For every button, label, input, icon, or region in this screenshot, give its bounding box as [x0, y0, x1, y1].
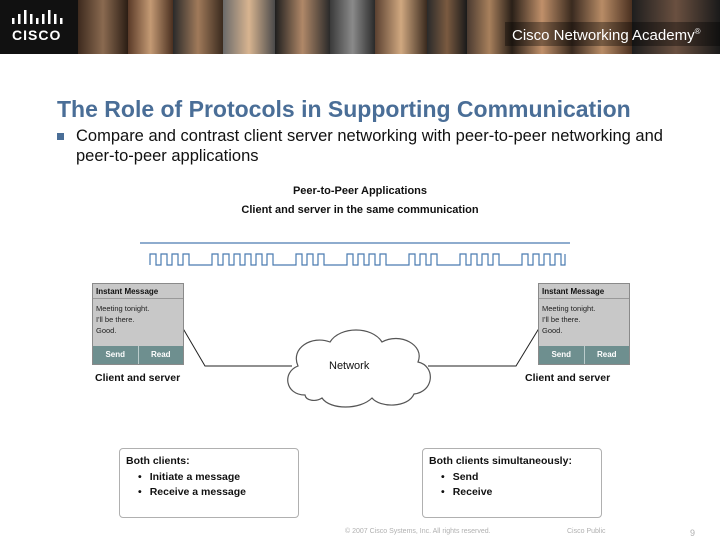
- left-info-box: Both clients: Initiate a message Receive…: [119, 448, 299, 518]
- right-read-button[interactable]: Read: [584, 346, 629, 364]
- right-message-area: Meeting tonight. I'll be there. Good.: [539, 299, 629, 340]
- academy-title: Cisco Networking Academy®: [512, 27, 700, 44]
- trademark-mark: ®: [694, 27, 701, 36]
- cisco-logo-text: CISCO: [12, 27, 62, 43]
- left-message-area: Meeting tonight. I'll be there. Good.: [93, 299, 183, 340]
- right-message-line: I'll be there.: [542, 315, 581, 324]
- banner-photo-12: [632, 0, 720, 54]
- signal-waveform: [149, 253, 566, 266]
- right-button-bar: Send Read: [539, 346, 629, 364]
- banner-photo-5: [275, 0, 330, 54]
- page-number: 9: [690, 528, 696, 538]
- footer-classification: Cisco Public: [567, 528, 606, 535]
- header-banner: CISCO Cisco Networking Academy®: [0, 0, 720, 54]
- list-item: Initiate a message: [138, 470, 246, 485]
- right-send-button[interactable]: Send: [539, 346, 585, 364]
- banner-photo-10: [512, 0, 572, 54]
- left-message-line: I'll be there.: [96, 315, 135, 324]
- left-send-button[interactable]: Send: [93, 346, 139, 364]
- right-info-title: Both clients simultaneously:: [429, 455, 572, 467]
- left-link-line: [180, 324, 292, 367]
- banner-photo-7: [375, 0, 427, 54]
- right-message-line: Meeting tonight.: [542, 304, 596, 313]
- banner-photo-11: [572, 0, 632, 54]
- network-label: Network: [329, 360, 370, 372]
- list-item: Send: [441, 470, 492, 485]
- network-cloud-icon: [287, 329, 431, 408]
- banner-photo-8: [427, 0, 467, 54]
- left-host-window: Instant Message Meeting tonight. I'll be…: [92, 283, 184, 365]
- left-message-line: Good.: [96, 326, 117, 335]
- bullet-text: Compare and contrast client server netwo…: [76, 127, 663, 165]
- diagram-subtitle: Client and server in the same communicat…: [241, 204, 479, 216]
- right-info-box: Both clients simultaneously: Send Receiv…: [422, 448, 602, 518]
- diagram-title: Peer-to-Peer Applications: [292, 185, 428, 197]
- right-host-window: Instant Message Meeting tonight. I'll be…: [538, 283, 630, 365]
- banner-photo-1: [78, 0, 128, 54]
- right-link-line: [428, 324, 542, 367]
- left-window-title: Instant Message: [93, 284, 183, 299]
- list-item: Receive a message: [138, 485, 246, 500]
- cisco-logo: CISCO: [0, 0, 78, 54]
- right-info-list: Send Receive: [441, 470, 493, 500]
- page-title: The Role of Protocols in Supporting Comm…: [57, 96, 631, 122]
- banner-photo-2: [128, 0, 173, 54]
- banner-photo-6: [330, 0, 375, 54]
- left-message-line: Meeting tonight.: [96, 304, 150, 313]
- list-item: Receive: [441, 485, 493, 500]
- banner-photo-9: [467, 0, 512, 54]
- right-host-caption: Client and server: [525, 372, 611, 384]
- academy-backdrop: [505, 22, 720, 46]
- left-host-caption: Client and server: [95, 372, 181, 384]
- left-info-list: Initiate a message Receive a message: [138, 470, 246, 500]
- banner-photo-4: [223, 0, 275, 54]
- academy-title-text: Cisco Networking Academy: [512, 27, 695, 44]
- bullet-item: Compare and contrast client server netwo…: [57, 126, 697, 166]
- left-info-title: Both clients:: [126, 455, 190, 467]
- cisco-bars-icon: [12, 10, 63, 24]
- footer-copyright: © 2007 Cisco Systems, Inc. All rights re…: [345, 528, 491, 535]
- right-message-line: Good.: [542, 326, 563, 335]
- bullet-square-icon: [57, 133, 64, 140]
- right-window-title: Instant Message: [539, 284, 629, 299]
- banner-photo-3: [173, 0, 223, 54]
- left-button-bar: Send Read: [93, 346, 183, 364]
- left-read-button[interactable]: Read: [138, 346, 183, 364]
